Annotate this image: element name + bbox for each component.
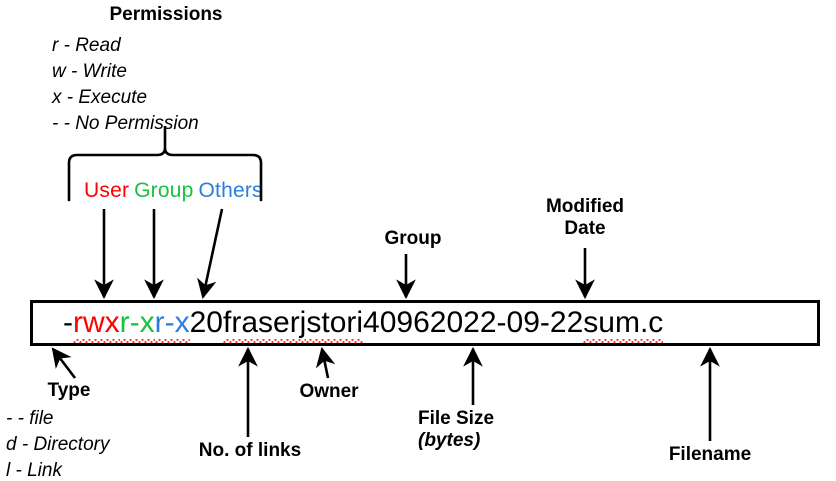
callout-modified-date-line1: Modified <box>545 196 625 217</box>
label-user: User <box>84 179 130 202</box>
arrow-type <box>51 347 77 379</box>
callout-owner-label: Owner <box>299 381 359 402</box>
ls-seg-type: - <box>63 306 73 339</box>
legend-item-read: r - Read <box>52 35 121 56</box>
ls-seg-links: 20 <box>189 306 223 339</box>
ls-seg-date: 2022-09-22 <box>429 306 584 339</box>
type-item-file: - - file <box>6 408 54 429</box>
callout-file-size-unit: (bytes) <box>418 429 481 451</box>
legend-item-execute: x - Execute <box>52 87 148 108</box>
permissions-title: Permissions <box>109 4 223 25</box>
ls-seg-group-perms: r-x <box>119 306 155 343</box>
ls-seg-size: 4096 <box>363 306 430 339</box>
callout-filename-label: Filename <box>668 444 752 465</box>
ls-seg-group: stori <box>306 306 364 343</box>
callout-modified-date-line2: Date <box>564 217 606 239</box>
permissions-legend: r - Read w - Write x - Execute - - No Pe… <box>52 33 199 137</box>
type-item-directory: d - Directory <box>6 434 110 455</box>
callout-file-size-label: File Size (bytes) <box>418 408 536 452</box>
ls-seg-owner: fraserj <box>223 306 307 343</box>
legend-item-no-permission: - - No Permission <box>52 113 199 134</box>
ls-seg-user-perms: rwx <box>73 306 120 343</box>
ls-seg-filename: sum.c <box>583 306 664 343</box>
legend-item-write: w - Write <box>52 61 127 82</box>
label-group: Group <box>134 179 194 202</box>
arrow-others <box>197 208 224 300</box>
arrow-owner <box>315 346 336 379</box>
type-legend: - - file d - Directory l - Link <box>6 406 109 481</box>
type-item-link: l - Link <box>6 460 62 481</box>
label-others: Others <box>198 179 263 202</box>
callout-modified-date-label: Modified Date <box>525 196 645 240</box>
type-title: Type <box>47 380 91 401</box>
callout-group-label: Group <box>384 228 442 249</box>
callout-no-of-links-label: No. of links <box>198 440 302 461</box>
callout-file-size-line1: File Size <box>418 408 495 429</box>
ls-seg-other-perms: r-x <box>154 306 190 343</box>
